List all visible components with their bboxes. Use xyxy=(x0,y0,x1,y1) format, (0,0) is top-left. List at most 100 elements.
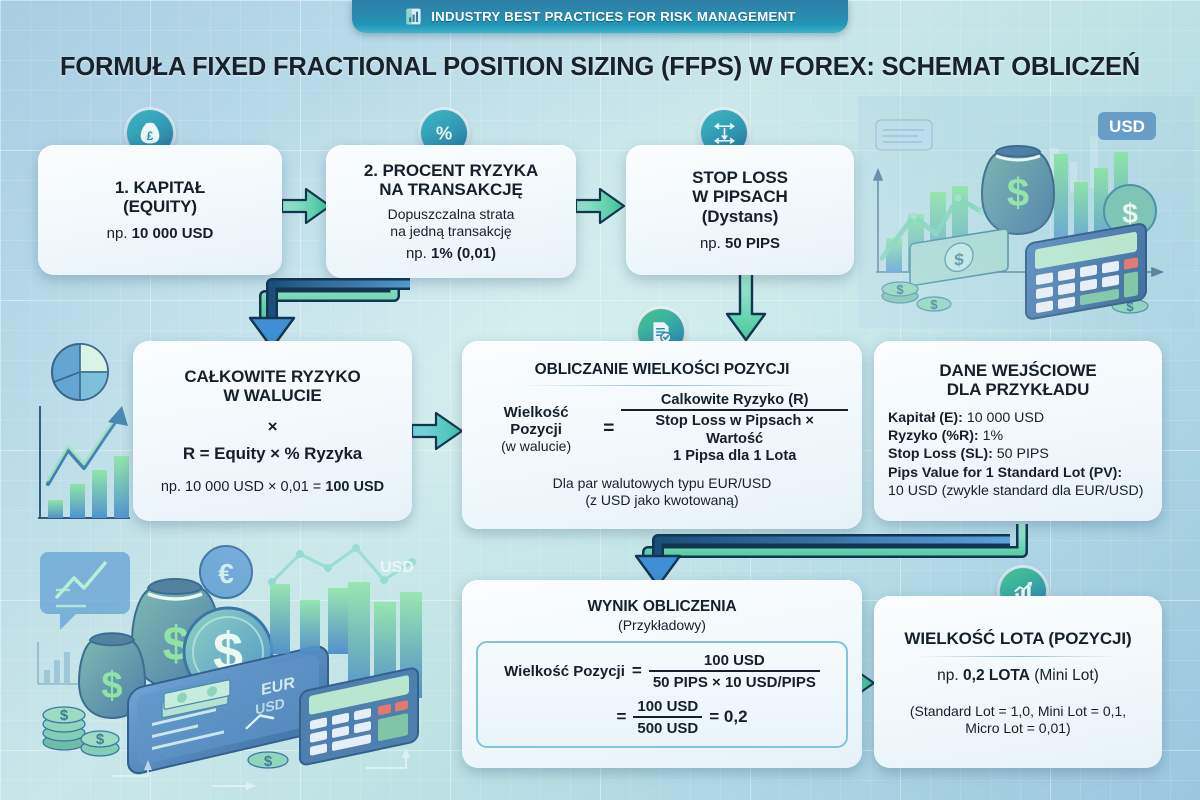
svg-text:$: $ xyxy=(1007,171,1029,215)
card-calc-denominator-line2: 1 Pipsa dla 1 Lota xyxy=(673,447,797,464)
card-risk-sub-line1: Dopuszczalna strata xyxy=(387,205,515,222)
pie-and-bar-chart-illustration xyxy=(38,343,130,519)
svg-text:$: $ xyxy=(896,282,904,297)
svg-text:$: $ xyxy=(264,753,273,770)
card-calc-note-line1: Dla par walutowych typu EUR/USD xyxy=(552,475,772,491)
card-totalrisk-example-prefix: np. 10 000 USD × 0,01 = xyxy=(160,479,326,496)
card-stoploss-example-prefix: np. xyxy=(699,234,725,252)
card-capital-title-line1: 1. KAPITAŁ xyxy=(114,177,206,197)
money-bag-pound-icon: £ xyxy=(140,122,160,144)
card-stoploss-title-line1: STOP LOSS xyxy=(692,168,788,188)
card-result-formula-row2: = 100 USD 500 USD = 0,2 xyxy=(490,698,834,737)
card-lot-note-line1: (Standard Lot = 1,0, Mini Lot = 0,1, xyxy=(909,702,1127,719)
card-risk-percent[interactable]: 2. PROCENT RYZYKA NA TRANSAKCJĘ Dopuszcz… xyxy=(326,145,576,278)
card-risk-title-line2: NA TRANSAKCJĘ xyxy=(379,180,523,200)
card-result[interactable]: WYNIK OBLICZENIA (Przykładowy) Wielkość … xyxy=(462,580,862,768)
card-result-denominator-2: 500 USD xyxy=(633,715,703,737)
card-result-formula-row1: Wielkość Pozycji = 100 USD 50 PIPS × 10 … xyxy=(490,652,834,691)
card-capital[interactable]: 1. KAPITAŁ (EQUITY) np. 10 000 USD xyxy=(38,145,282,275)
arrow-stoploss-to-calc xyxy=(725,270,767,342)
svg-text:%: % xyxy=(436,123,452,144)
svg-text:USD: USD xyxy=(1109,117,1145,136)
card-calc-equals: = xyxy=(603,417,615,439)
card-calc-lhs-line1: Wielkość Pozycji xyxy=(503,403,569,438)
card-result-formula-panel: Wielkość Pozycji = 100 USD 50 PIPS × 10 … xyxy=(476,640,848,748)
svg-text:EUR: EUR xyxy=(261,674,295,700)
top-banner: INDUSTRY BEST PRACTICES FOR RISK MANAGEM… xyxy=(352,0,848,33)
card-risk-example-prefix: np. xyxy=(405,244,431,262)
table-row: 10 USD (zwykle standard dla EUR/USD) xyxy=(888,482,1148,500)
card-lot-note-line2: Micro Lot = 0,01) xyxy=(965,719,1071,736)
connector-risk-to-total-risk xyxy=(259,272,400,320)
input-row-2-value: 50 PIPS xyxy=(992,446,1049,463)
card-lot-example-value: 0,2 LOTA xyxy=(963,666,1030,684)
svg-text:$: $ xyxy=(930,297,938,312)
svg-text:$: $ xyxy=(954,250,964,270)
card-capital-example-prefix: np. xyxy=(106,225,132,243)
input-row-1-value: 1% xyxy=(978,428,1004,445)
card-totalrisk-multiply: × xyxy=(267,417,278,436)
card-calc-note-line2: (z USD jako kwotowaną) xyxy=(585,492,739,509)
card-capital-title-line2: (EQUITY) xyxy=(123,197,197,216)
arrow-risk-to-stoploss xyxy=(574,187,626,225)
input-row-3-label: Pips Value for 1 Standard Lot (PV): xyxy=(888,464,1123,481)
svg-text:USD: USD xyxy=(255,696,285,719)
table-row: Stop Loss (SL): 50 PIPS xyxy=(888,445,1148,463)
card-totalrisk-example-value: 100 USD xyxy=(325,479,385,496)
arrow-totalrisk-to-calc xyxy=(410,411,464,451)
connector-capital-to-total-risk xyxy=(248,278,410,350)
card-calc-title: OBLICZANIE WIELKOŚCI POZYCJI xyxy=(534,360,790,378)
card-result-title-line2: (Przykładowy) xyxy=(618,616,706,633)
input-row-1-label: Ryzyko (%R): xyxy=(888,428,979,445)
card-lot-example: np. 0,2 LOTA (Mini Lot) xyxy=(937,667,1099,685)
input-row-0-label: Kapitał (E): xyxy=(888,409,963,426)
card-totalrisk-formula: R = Equity × % Ryzyka xyxy=(182,444,363,464)
card-capital-example-value: 10 000 USD xyxy=(131,225,214,243)
card-result-equals: = xyxy=(631,661,642,681)
card-calc-lhs-line2: (w walucie) xyxy=(501,437,572,454)
svg-text:$: $ xyxy=(60,707,69,724)
card-input-data[interactable]: DANE WEJŚCIOWE DLA PRZYKŁADU Kapitał (E)… xyxy=(874,341,1162,521)
svg-text:$: $ xyxy=(1126,299,1134,314)
svg-text:$: $ xyxy=(163,618,190,671)
card-result-numerator-2: 100 USD xyxy=(637,697,699,715)
card-result-numerator-1: 100 USD xyxy=(703,651,765,669)
card-risk-example: np. 1% (0,01) xyxy=(406,245,496,262)
card-result-denominator-1: 50 PIPS × 10 USD/PIPS xyxy=(648,669,820,691)
input-row-0-value: 10 000 USD xyxy=(962,409,1045,426)
svg-text:$: $ xyxy=(213,622,243,682)
card-lot-example-suffix: (Mini Lot) xyxy=(1029,666,1099,684)
svg-text:£: £ xyxy=(147,130,154,143)
card-result-final-value: = 0,2 xyxy=(709,707,748,727)
card-stoploss-title-line2: W PIPSACH xyxy=(692,187,788,207)
card-input-title-line2: DLA PRZYKŁADU xyxy=(946,380,1090,400)
page-title: FORMUŁA FIXED FRACTIONAL POSITION SIZING… xyxy=(60,53,1140,81)
card-result-title-line1: WYNIK OBLICZENIA xyxy=(587,598,737,616)
card-stop-loss[interactable]: STOP LOSS W PIPSACH (Dystans) np. 50 PIP… xyxy=(626,145,854,275)
banner-label: INDUSTRY BEST PRACTICES FOR RISK MANAGEM… xyxy=(431,9,796,24)
bar-chart-icon xyxy=(406,8,421,25)
card-risk-sub-line2: na jedną transakcję xyxy=(390,222,512,239)
svg-text:USD: USD xyxy=(380,559,414,576)
card-calc-numerator: Calkowite Ryzyko (R) xyxy=(660,392,809,409)
percent-icon: % xyxy=(436,123,452,144)
svg-text:$: $ xyxy=(96,731,105,748)
card-lot-title: WIELKOŚĆ LOTA (POZYCJI) xyxy=(904,629,1132,649)
card-stoploss-title-line3: (Dystans) xyxy=(701,206,779,226)
card-position-calc[interactable]: OBLICZANIE WIELKOŚCI POZYCJI Wielkość Po… xyxy=(462,341,862,529)
input-row-4-value: 10 USD (zwykle standard dla EUR/USD) xyxy=(888,483,1144,500)
card-lot-size[interactable]: WIELKOŚĆ LOTA (POZYCJI) np. 0,2 LOTA (Mi… xyxy=(874,596,1162,768)
card-calc-formula: Wielkość Pozycji (w walucie) = Calkowite… xyxy=(476,392,848,465)
forex-money-phone-calculator-illustration: $ $ € $ $ $ $ xyxy=(37,544,422,790)
input-row-2-label: Stop Loss (SL): xyxy=(888,446,993,463)
card-stoploss-example-value: 50 PIPS xyxy=(724,234,781,252)
vertical-distance-arrows-icon xyxy=(713,122,735,144)
card-total-risk[interactable]: CAŁKOWITE RYZYKO W WALUCIE × R = Equity … xyxy=(133,341,412,521)
card-result-lhs: Wielkość Pozycji xyxy=(504,662,625,680)
document-check-icon xyxy=(653,322,672,344)
svg-text:$: $ xyxy=(1122,198,1138,229)
card-totalrisk-example: np. 10 000 USD × 0,01 = 100 USD xyxy=(161,479,384,495)
card-capital-example: np. 10 000 USD xyxy=(107,225,214,242)
card-stoploss-example: np. 50 PIPS xyxy=(700,235,780,252)
card-totalrisk-title-line2: W WALUCIE xyxy=(223,385,322,405)
